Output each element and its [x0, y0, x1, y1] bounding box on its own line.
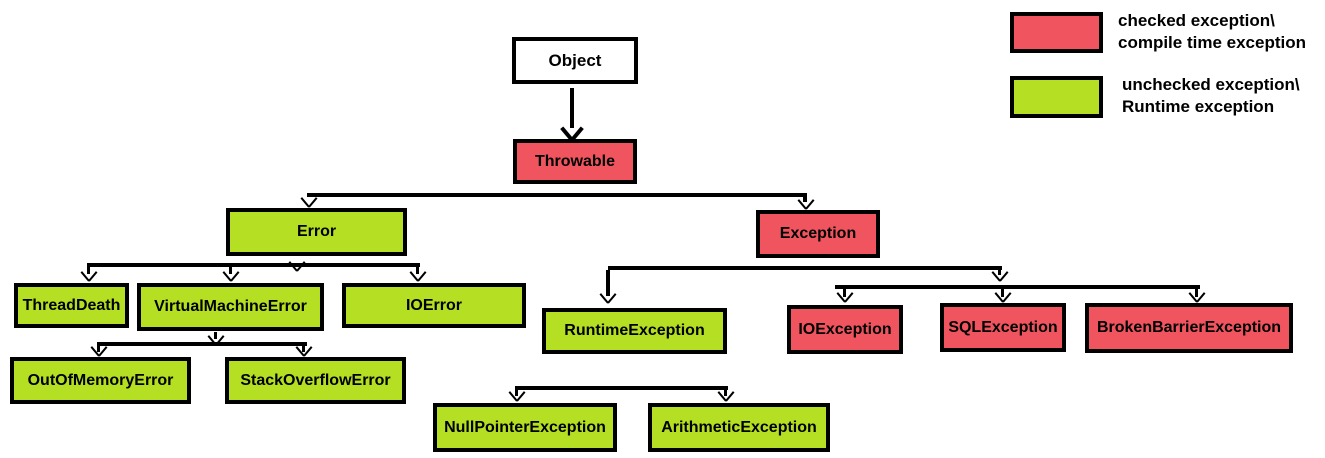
arrow-down-icon: [509, 390, 525, 401]
node-error: Error: [226, 208, 407, 256]
connector-line: [515, 386, 728, 390]
node-virtualmachineerror: VirtualMachineError: [137, 283, 324, 331]
connector-line: [608, 266, 1002, 270]
legend-swatch-checked: [1010, 12, 1103, 53]
arrow-down-icon: [995, 291, 1011, 302]
node-label: OutOfMemoryError: [27, 371, 174, 389]
arrow-down-icon: [301, 196, 317, 207]
node-runtimeexception: RuntimeException: [542, 308, 727, 354]
node-label: BrokenBarrierException: [1096, 319, 1282, 336]
arrow-down-icon: [410, 270, 426, 281]
node-object: Object: [512, 37, 638, 84]
node-label: Exception: [779, 225, 857, 242]
node-label: SQLException: [948, 318, 1058, 336]
node-threaddeath: ThreadDeath: [14, 283, 129, 328]
node-outofmemoryerror: OutOfMemoryError: [10, 357, 191, 404]
legend-label-checked: checked exception\ compile time exceptio…: [1118, 10, 1306, 54]
node-arithmeticexception: ArithmeticException: [648, 403, 830, 452]
node-label: Throwable: [534, 152, 615, 170]
arrow-down-icon: [223, 270, 239, 281]
arrow-down-icon: [81, 270, 97, 281]
connector-line: [606, 270, 610, 296]
node-label: IOError: [405, 296, 462, 314]
node-label: ArithmeticException: [661, 418, 817, 436]
legend-label-line: unchecked exception\: [1122, 75, 1300, 94]
node-exception: Exception: [756, 210, 880, 258]
node-label: IOException: [798, 320, 892, 338]
connector-line: [307, 193, 807, 197]
connector-line: [570, 88, 574, 128]
node-stackoverflowerror: StackOverflowError: [225, 357, 406, 404]
legend-swatch-unchecked: [1010, 76, 1103, 118]
arrow-down-icon: [718, 390, 734, 401]
arrow-down-icon: [296, 345, 312, 356]
connector-line: [87, 263, 420, 267]
arrow-down-icon: [1189, 291, 1205, 302]
arrow-down-icon: [91, 345, 107, 356]
arrow-down-icon: [992, 270, 1008, 281]
arrow-down-icon: [600, 292, 616, 303]
legend-label-line: checked exception\: [1118, 11, 1275, 30]
legend-label-line: Runtime exception: [1122, 97, 1275, 116]
node-sqlexception: SQLException: [940, 303, 1066, 352]
node-throwable: Throwable: [513, 139, 637, 184]
arrow-down-icon: [798, 198, 814, 209]
node-label: ThreadDeath: [22, 296, 121, 314]
node-label: Error: [296, 223, 337, 240]
node-ioerror: IOError: [342, 283, 526, 328]
node-label: RuntimeException: [564, 322, 705, 339]
node-nullpointerexception: NullPointerException: [433, 403, 617, 452]
arrow-down-icon: [561, 125, 583, 140]
legend-label-line: compile time exception: [1118, 33, 1306, 52]
node-ioexception: IOException: [787, 305, 903, 354]
node-label: Object: [548, 50, 602, 70]
arrow-down-icon: [837, 291, 853, 302]
connector-line: [97, 342, 307, 346]
node-label: VirtualMachineError: [154, 298, 307, 315]
node-brokenbarrierexception: BrokenBarrierException: [1085, 303, 1293, 353]
node-label: StackOverflowError: [240, 371, 391, 389]
connector-line: [835, 285, 1200, 289]
node-label: NullPointerException: [444, 418, 606, 436]
legend-label-unchecked: unchecked exception\ Runtime exception: [1122, 74, 1300, 118]
